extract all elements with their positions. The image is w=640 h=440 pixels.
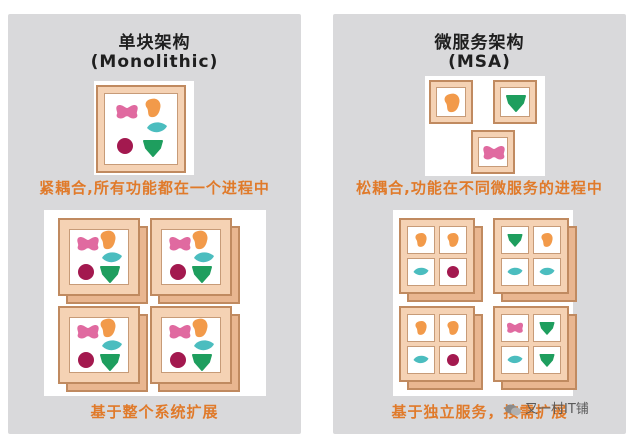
monolithic-caption-top: 紧耦合,所有功能都在一个进程中 [39,179,270,197]
watermark-text: 又一村IT铺 [525,402,589,417]
monolith-replica-1 [58,218,148,304]
monolith-services [116,98,167,157]
monolithic-title: 单块架构 [118,33,191,53]
service-node-3 [399,306,483,390]
service-box-pink [471,130,515,174]
monolith-replica-4 [150,306,240,392]
service-node-4 [493,306,577,390]
service-box-orange [429,80,473,124]
teal-shape-icon [147,122,167,133]
monolith-replica-2 [150,218,240,304]
monolithic-caption-bottom: 基于整个系统扩展 [90,403,219,421]
monolithic-subtitle: (Monolithic) [90,52,219,72]
monolith-replica-3 [58,306,148,392]
microservices-caption-top: 松耦合,功能在不同微服务的进程中 [356,179,603,197]
monolithic-panel: 单块架构 (Monolithic) 紧耦合,所有功能都在一个进程中 [8,14,301,434]
maroon-shape-icon [117,138,133,154]
microservices-title: 微服务架构 [434,33,525,53]
microservices-caption-bottom: 基于独立服务，按需扩展 [391,403,568,421]
green-shape-icon [143,140,163,157]
wechat-icon [505,404,521,415]
watermark: 又一村IT铺 [505,398,589,417]
microservices-subtitle: (MSA) [448,52,511,72]
service-node-1 [399,218,483,302]
service-box-green [493,80,537,124]
orange-shape-icon [145,98,161,118]
microservices-panel: 微服务架构 (MSA) 松耦合,功能在不同微服务的进程中 [333,14,626,434]
pink-shape-icon [116,105,138,119]
service-node-2 [493,218,577,302]
monolith-box [96,85,186,173]
